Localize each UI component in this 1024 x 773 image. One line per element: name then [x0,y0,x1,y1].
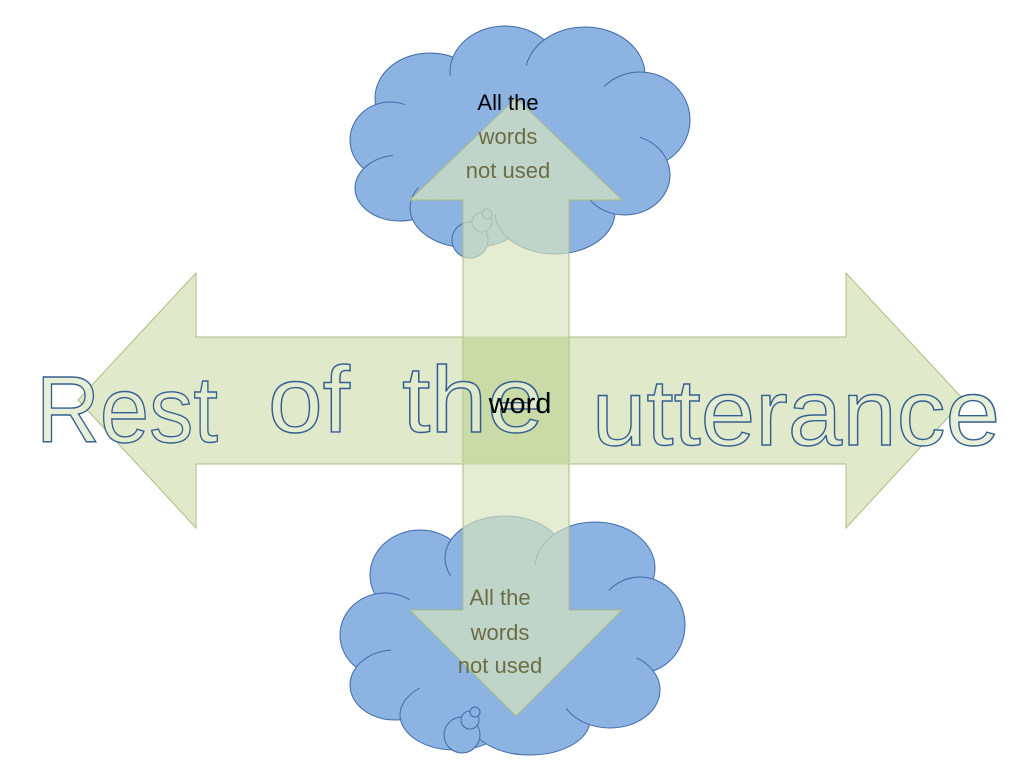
bottom-cloud-thought-bubbles [443,706,481,754]
wordart-word-utterance: utterance [592,360,1000,465]
top-cloud-line-3: not used [466,158,550,183]
top-cloud-text: All the words not used [466,90,550,183]
wordart-word-the: the [402,347,544,452]
top-cloud-line-1: All the [477,90,538,115]
center-word: word [488,388,552,420]
wordart-word-of: of [268,347,351,452]
center-overlap [463,337,569,464]
wordart-word-rest: Rest [36,357,218,462]
top-cloud-line-2: words [478,124,538,149]
bottom-cloud-line-3: not used [458,653,542,678]
bottom-cloud-line-2: words [470,620,530,645]
bottom-cloud-text: All the words not used [458,585,542,678]
bottom-cloud-line-1: All the [469,585,530,610]
wordart-text: Rest of the utterance [35,346,1000,465]
